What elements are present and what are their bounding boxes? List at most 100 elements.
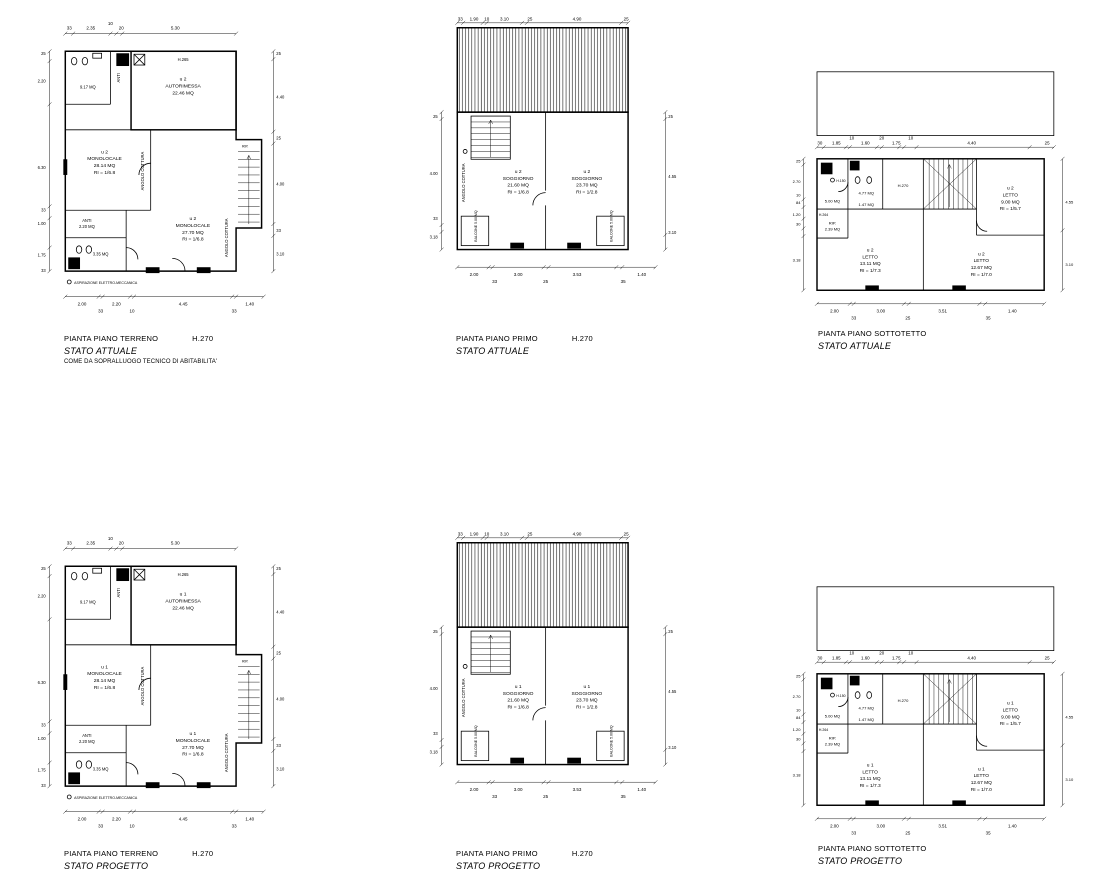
dim-bottom: 3.51 [938, 308, 947, 313]
dim-left: 4.00 [430, 686, 439, 691]
primo-floor-plan: 33 1.90 10 3.10 25 4.90 25 25 4.00 33 3.… [430, 531, 677, 799]
angolo-cottura-label: ANGOLO COTTURA [140, 666, 145, 705]
roof [456, 542, 629, 628]
dim-bottom: 2.00 [78, 301, 87, 306]
roof-outline [816, 586, 1055, 651]
dim-bottom-sub: 35 [986, 315, 991, 320]
walls [816, 673, 1045, 806]
dim-right: 4.55 [1065, 199, 1074, 204]
angolo-cottura-label: ANGOLO COTTURA [461, 678, 466, 717]
dim-left: 1.75 [38, 767, 47, 772]
plan-height-note: H.270 [571, 849, 593, 859]
dim-right: 3.10 [276, 766, 285, 771]
dim-top: 30 [817, 655, 822, 660]
dim-top: 10 [908, 135, 913, 140]
walls [64, 50, 263, 272]
roof-outline [816, 71, 1055, 136]
dim-left: 25 [41, 51, 46, 56]
room-monolocale1-ri: RI = 1/6.8 [94, 685, 116, 691]
dim-top: 25 [1045, 655, 1050, 660]
stairs [238, 151, 260, 225]
room-bagno-area: 3.35 MQ [93, 251, 109, 256]
dim-top: 33 [67, 541, 73, 546]
dimension-lines: 33 1.90 10 3.10 25 4.90 25 25 4.00 33 3.… [430, 16, 677, 284]
window-mark [952, 800, 966, 806]
room-letto1-unit: u 1 [867, 763, 874, 769]
window-mark [865, 285, 879, 291]
dim-bottom: 1.40 [1008, 823, 1017, 828]
roof [456, 27, 629, 113]
panel-sottotetto-progetto: 30 1.85 10 1.60 20 1.75 10 4.40 25 25 2.… [788, 581, 1098, 869]
plan-title: PIANTA PIANO SOTTOTETTO [818, 329, 927, 339]
room-letto2-name: LETTO [974, 258, 990, 264]
room-monolocale1-ri: RI = 1/6.8 [94, 170, 116, 176]
angolo-cottura-label: ANGOLO COTTURA [224, 218, 229, 257]
dim-top: 2.35 [86, 541, 95, 546]
height-264: H.264 [819, 213, 828, 217]
door-mark [510, 242, 525, 249]
dim-bottom: 2.20 [112, 816, 121, 821]
room-letto2-unit: u 2 [978, 251, 985, 257]
dim-top: 1.60 [861, 140, 870, 145]
room-anti-top: ANTI [116, 73, 121, 82]
plan-caption: PIANTA PIANO SOTTOTETTO STATO ATTUALE [788, 329, 1098, 351]
dim-left: 4.00 [430, 171, 439, 176]
room-letto1-ri: RI = 1/7.3 [860, 783, 881, 789]
door-mark [567, 242, 581, 249]
room-letto2-unit: u 1 [978, 766, 985, 772]
dim-left: 6.30 [38, 165, 47, 170]
room-monolocale1-name: MONOLOCALE [87, 156, 122, 162]
room-soggiorno1-area: 21.60 MQ [507, 698, 529, 704]
dim-bottom: 2.00 [470, 787, 479, 792]
plan-title: PIANTA PIANO TERRENO [64, 334, 159, 344]
dim-left: 30 [796, 736, 801, 741]
door-mark [567, 757, 581, 764]
room-antibagno-area: 1.47 MQ [859, 717, 875, 722]
room-garage-unit: u 2 [180, 77, 187, 83]
room-labels: ANGOLO COTTURA u 2 SOGGIORNO 21.60 MQ RI… [461, 149, 613, 242]
shower-box [820, 162, 833, 175]
dimension-lines: 33 1.90 10 3.10 25 4.90 25 25 4.00 33 3.… [430, 531, 677, 799]
room-soggiorno2-unit: u 1 [583, 684, 590, 690]
fixtures [510, 242, 581, 249]
dim-left: 1.00 [38, 736, 47, 741]
stairs [470, 115, 511, 160]
dim-top: 1.85 [832, 655, 841, 660]
dim-top: 2.35 [86, 26, 95, 31]
dim-right: 4.40 [276, 609, 285, 614]
dim-left: 3.18 [430, 235, 439, 240]
plan-caption: PIANTA PIANO SOTTOTETTO STATO PROGETTO [788, 844, 1098, 866]
room-letto1-name: LETTO [862, 769, 878, 775]
dim-bottom-sub: 33 [232, 823, 238, 828]
shower-box [116, 53, 130, 67]
dim-top: 25 [624, 531, 630, 536]
dim-bottom-sub: 33 [851, 315, 856, 320]
room-letto2-area: 12.67 MQ [971, 780, 992, 786]
room-bagno2-area: 4.77 MQ [859, 706, 875, 711]
dim-left: 33 [41, 207, 46, 212]
room-garage-area: 22.46 MQ [172, 605, 194, 611]
dim-left: 6.30 [38, 680, 47, 685]
fixtures [63, 52, 211, 274]
room-monolocale1-unit: u 2 [101, 149, 108, 155]
room-monolocale2-unit: u 1 [189, 731, 196, 737]
angolo-cottura-label: ANGOLO COTTURA [140, 151, 145, 190]
dim-bottom: 4.45 [179, 301, 188, 306]
room-monolocale1-unit: u 1 [101, 664, 108, 670]
dim-bottom-sub: 33 [492, 794, 498, 799]
garage-height: H.265 [178, 572, 190, 577]
shower-box [68, 772, 81, 785]
door-mark [145, 267, 160, 274]
room-rip-area: 2.39 MQ [825, 741, 841, 746]
fixtures [820, 160, 966, 291]
dim-bottom-sub: 25 [905, 830, 910, 835]
room-garage-name: AUTORIMESSA [165, 599, 201, 605]
panel-primo-progetto: 33 1.90 10 3.10 25 4.90 25 25 4.00 33 3.… [420, 529, 730, 874]
dim-bottom: 3.53 [573, 272, 582, 277]
room-monolocale2-name: MONOLOCALE [176, 738, 211, 744]
room-letto3-name: LETTO [1003, 707, 1019, 713]
dim-top: 20 [119, 26, 125, 31]
dim-left: 1.00 [38, 221, 47, 226]
